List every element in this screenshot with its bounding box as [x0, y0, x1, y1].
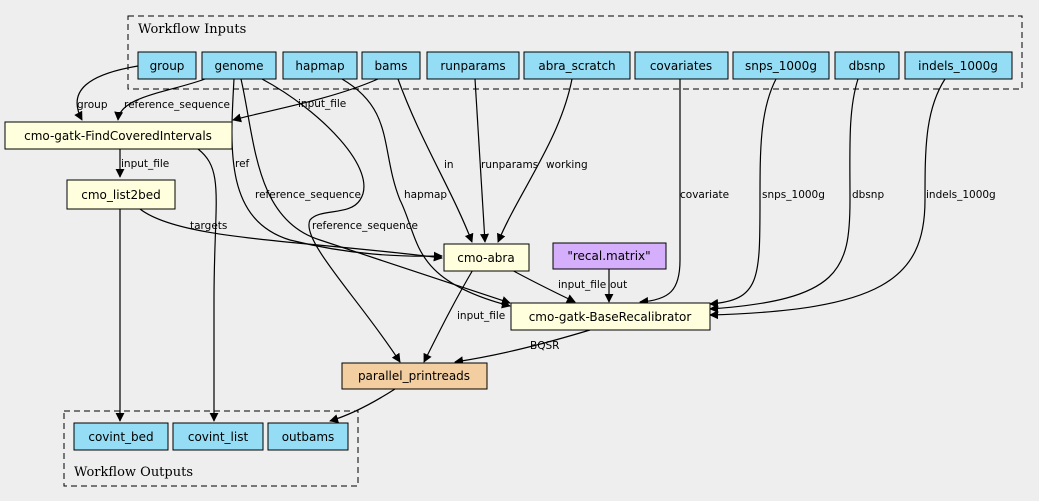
edge-label-targets: targets	[190, 220, 227, 232]
edge-hapmap-baserecal	[341, 78, 511, 309]
node-label: bams	[375, 59, 408, 73]
edge-label-in: in	[444, 159, 454, 171]
edge-label-snps-1000g: snps_1000g	[762, 189, 825, 201]
node-label: dbsnp	[849, 59, 886, 73]
edge-label-bqsr: BQSR	[530, 340, 559, 352]
edge-label-input-file: input_file	[121, 158, 169, 170]
edge-snps-baserecal	[709, 78, 777, 308]
node-label: runparams	[440, 59, 505, 73]
node-dbsnp[interactable]: dbsnp	[834, 51, 900, 80]
edge-label-reference-sequence: reference_sequence	[312, 220, 418, 232]
edge-abra-printreads	[423, 267, 475, 363]
output-nodes: covint_bed covint_list outbams	[73, 422, 349, 451]
edge-genome-find	[114, 78, 206, 121]
edge-label-ref: ref	[235, 158, 250, 170]
workflow-outputs-label: Workflow Outputs	[74, 465, 193, 480]
edge-dbsnp-baserecal	[709, 78, 859, 313]
node-label: cmo_list2bed	[81, 188, 161, 202]
node-bams[interactable]: bams	[361, 51, 421, 80]
input-nodes: group genome hapmap bams runparams abra_…	[137, 51, 1013, 80]
node-label: genome	[214, 59, 263, 73]
edge-label-dbsnp: dbsnp	[852, 189, 884, 201]
edge-label-working: working	[546, 159, 588, 171]
node-label: covint_bed	[88, 430, 153, 444]
node-label: snps_1000g	[745, 59, 817, 73]
step-nodes: cmo-gatk-FindCoveredIntervals cmo_list2b…	[4, 121, 711, 390]
node-label: cmo-gatk-FindCoveredIntervals	[24, 129, 212, 143]
edge-genome-baserecal	[240, 78, 511, 305]
node-find-covered-intervals[interactable]: cmo-gatk-FindCoveredIntervals	[4, 121, 233, 150]
node-parallel-printreads[interactable]: parallel_printreads	[341, 362, 488, 390]
node-snps-1000g[interactable]: snps_1000g	[732, 51, 830, 80]
edge-find-covint-list	[197, 148, 219, 422]
workflow-inputs-label: Workflow Inputs	[138, 22, 246, 37]
node-list2bed[interactable]: cmo_list2bed	[66, 179, 176, 210]
node-label: cmo-gatk-BaseRecalibrator	[529, 310, 692, 324]
node-label: abra_scratch	[538, 59, 615, 73]
node-label: covint_list	[188, 430, 249, 444]
edge-label-reference-sequence: reference_sequence	[124, 99, 230, 111]
node-runparams[interactable]: runparams	[426, 51, 520, 80]
node-outbams[interactable]: outbams	[267, 422, 349, 451]
node-label: "recal.matrix"	[567, 249, 650, 263]
node-abra[interactable]: cmo-abra	[443, 243, 530, 272]
edge-label-input-file: input_file	[457, 310, 505, 322]
node-indels-1000g[interactable]: indels_1000g	[904, 51, 1013, 80]
node-label: hapmap	[295, 59, 344, 73]
edge-baserecal-printreads	[454, 329, 591, 366]
edge-label-hapmap: hapmap	[404, 189, 447, 201]
node-covint-list[interactable]: covint_list	[172, 422, 264, 451]
node-group[interactable]: group	[137, 51, 197, 80]
node-covariates[interactable]: covariates	[634, 51, 729, 80]
edge-label-out: out	[610, 279, 627, 291]
node-label: parallel_printreads	[358, 369, 470, 383]
edge-label-input-file: input_file	[298, 98, 346, 110]
edge-runparams-abra	[474, 78, 489, 243]
node-label: group	[150, 59, 185, 73]
node-covint-bed[interactable]: covint_bed	[73, 422, 169, 451]
edge-label-reference-sequence: reference_sequence	[255, 189, 361, 201]
edge-labels: group reference_sequence input_file inpu…	[77, 98, 996, 352]
edge-covariates-baserecal	[639, 79, 681, 306]
node-label: covariates	[650, 59, 712, 73]
node-hapmap[interactable]: hapmap	[282, 51, 358, 80]
edge-label-group: group	[77, 99, 108, 111]
edge-label-runparams: runparams	[481, 159, 538, 171]
edges	[74, 65, 946, 423]
workflow-inputs-cluster: Workflow Inputs	[127, 15, 1023, 90]
node-recal-matrix[interactable]: "recal.matrix"	[552, 242, 667, 270]
node-label: cmo-abra	[457, 251, 514, 265]
edge-genome-printreads	[261, 78, 401, 363]
edge-label-indels-1000g: indels_1000g	[926, 189, 996, 201]
node-label: indels_1000g	[918, 59, 998, 73]
edge-list2bed-abra	[139, 208, 443, 262]
edge-printreads-outbams	[329, 388, 396, 423]
node-base-recalibrator[interactable]: cmo-gatk-BaseRecalibrator	[510, 302, 711, 331]
edge-label-input-file: input_file	[558, 279, 606, 291]
edge-bams-abra	[397, 78, 474, 243]
edge-indels-baserecal	[709, 78, 946, 320]
node-label: outbams	[282, 430, 335, 444]
node-abra-scratch[interactable]: abra_scratch	[523, 51, 631, 80]
edge-label-covariate: covariate	[680, 189, 729, 201]
edge-group	[74, 65, 139, 121]
workflow-outputs-cluster: Workflow Outputs	[63, 410, 359, 487]
node-genome[interactable]: genome	[201, 51, 277, 80]
edge-abra-scratch-abra	[497, 78, 573, 243]
